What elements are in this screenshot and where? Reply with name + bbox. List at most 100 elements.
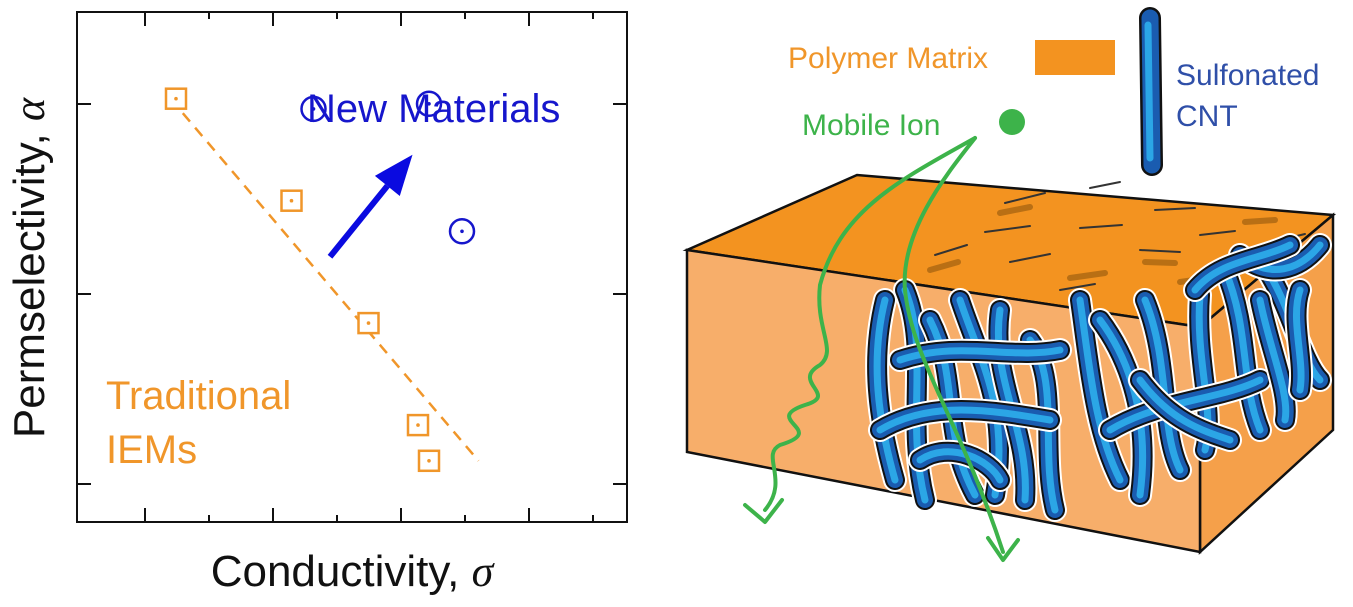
nanotube-body [1217,262,1268,438]
traditional-iem-point [164,87,188,110]
polymer-matrix-swatch [1035,40,1115,75]
ion-path-tortuous-arrowhead [743,498,784,524]
nanotube-body [872,402,1058,438]
nanotube-highlight [1195,291,1212,454]
nanotube-body [1072,292,1128,488]
nanotube-halo [868,398,1062,442]
traditional-iem-point [406,413,430,437]
nanotube-outline [950,290,1010,505]
nanotube-halo [1187,283,1220,462]
nanotube-highlight [1141,296,1184,474]
nanotube-halo [1284,278,1314,402]
nanotube-bundle [865,233,1332,522]
nanotube-halo [1128,368,1242,452]
nanotube-outline [1135,290,1190,480]
nanotube-body [1092,312,1151,503]
nanotube-outline [890,340,1070,370]
nanotube-body [1187,237,1298,298]
polymer-matrix-label: Polymer Matrix [788,42,988,75]
marker-center-dot [427,102,431,106]
top-surface-shadows [927,204,1278,285]
nanotube-halo [865,288,907,492]
nanotube-body [1022,332,1063,518]
nanotube-body [912,443,1008,488]
y-axis-label: Permselectivity, α [5,97,54,438]
nanotube-highlight [876,406,1054,434]
nanotube-outline [1130,370,1240,450]
nanotube-highlight [1256,296,1290,424]
nanotube-highlight [1106,376,1264,434]
nanotube-outline [1100,370,1270,440]
nanotube-outline [870,400,1060,440]
plot-frame [76,11,628,523]
nanotube-outline [1286,280,1312,400]
traditional-label-line2: IEMs [106,428,197,472]
nanotube-highlight [956,296,1003,499]
nanotube-highlight [873,296,899,484]
nanotube-outline [1230,235,1330,280]
nanotube-highlight [1136,376,1234,444]
tradeoff-scatter-plot: New Materials Traditional IEMs Conductiv… [5,11,628,596]
nanotube-halo [1098,368,1272,442]
x-axis-label-symbol: σ [472,547,496,596]
nanotube-highlight [901,286,929,504]
cnt-legend-icon [1139,7,1163,176]
marker-center-dot [289,198,294,203]
nanotube-body [1132,372,1238,448]
y-axis-label-symbol: α [5,97,54,121]
marker-center-dot [460,229,464,234]
nanotube-outline [1090,310,1153,505]
marker-center-dot [427,459,431,463]
marker-center-dot [174,96,178,101]
marker-center-dot [366,321,371,325]
nanotube-halo [1213,258,1272,442]
nanotube-body [1288,282,1310,398]
traditional-trendline [169,97,480,462]
nanotube-body [1252,292,1294,428]
nanotube-body [892,342,1068,368]
ion-path-tortuous [763,136,977,512]
nanotube-halo [1088,308,1155,507]
nanotube-body [1137,292,1188,478]
nanotube-body [952,292,1008,503]
nanotube-halo [893,278,937,512]
nanotube-highlight [1221,266,1264,434]
nanotube-outline [910,441,1010,490]
nanotube-outline [1070,290,1130,490]
nanotube-highlight [1292,286,1305,394]
nanotube-body [990,302,1034,508]
nanotube-highlight [1256,256,1324,384]
nanotube-outline [1215,260,1270,440]
nanotube-body [1102,372,1268,438]
matrix-front-face [685,248,1202,554]
nanotube-outline [1250,250,1330,390]
mobile-ion-marker [999,109,1025,135]
top-surface-strokes [934,181,1306,291]
nanotube-body [1232,237,1328,278]
traditional-iem-point [280,189,303,212]
nanotube-outline [895,280,935,510]
nanotube-outline [920,310,985,505]
new-materials-label: New Materials [307,87,560,131]
nanotube-highlight [994,306,1029,504]
nanotube-body [897,282,933,508]
nanotube-body [869,292,903,488]
improvement-arrow [327,154,413,259]
traditional-label-line1: Traditional [106,374,291,418]
matrix-side-face [1198,212,1335,555]
marker-center-dot [416,423,420,427]
x-axis-label: Conductivity, σ [211,547,496,596]
nanotube-halo [1133,288,1192,482]
ion-paths [743,136,1020,562]
nanotube-body [1191,287,1216,458]
nanotube-highlight [1236,241,1324,273]
nanotube-halo [908,439,1012,492]
ion-path-direct [902,136,1005,554]
nanotube-halo [1248,288,1298,432]
trend-layer [169,97,480,462]
new-material-point [415,90,443,118]
nanotube-halo [918,308,987,507]
nanotube-highlight [1096,316,1147,499]
nanotube-highlight [1026,336,1059,514]
